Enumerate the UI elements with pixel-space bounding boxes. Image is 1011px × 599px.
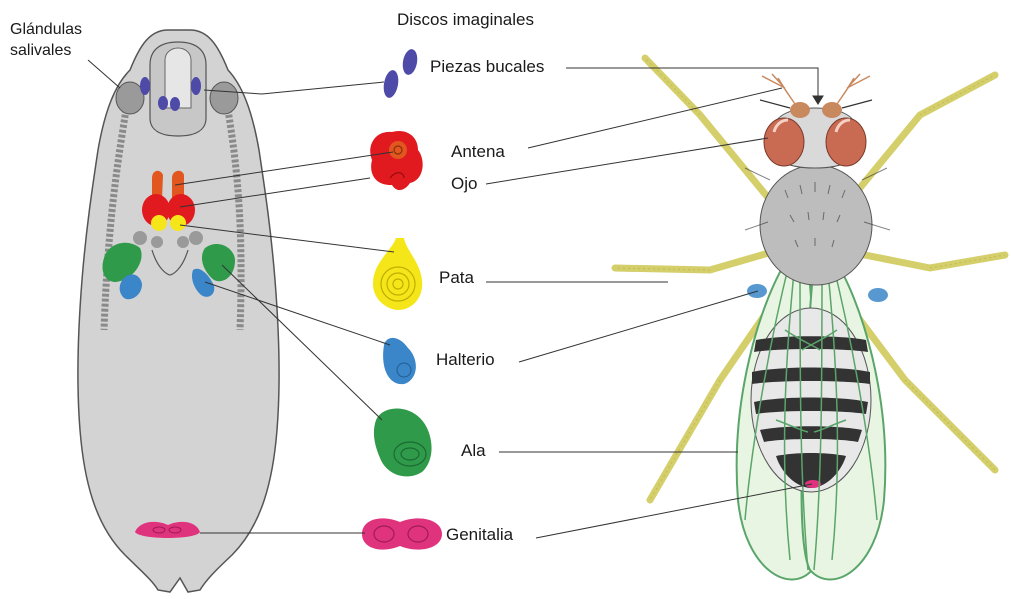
larva-mouthpart-disc (140, 77, 150, 95)
leader-glandulas (88, 60, 120, 88)
label-halterio: Halterio (436, 350, 495, 370)
adult-fly (615, 58, 1005, 579)
fly-antenna-right (822, 102, 842, 118)
label-piezas-bucales: Piezas bucales (430, 57, 544, 77)
leader-fly-antena (528, 88, 782, 148)
leader-fly-halterio (519, 291, 758, 362)
fly-eye-right (826, 118, 866, 166)
disc-antena (389, 141, 407, 159)
isolated-discs (362, 48, 442, 550)
fly-thorax (760, 165, 872, 285)
fly-haltere-right (868, 288, 888, 302)
disc-piezas-bucales (382, 69, 401, 99)
label-genitalia: Genitalia (446, 525, 513, 545)
fly-eye-left (764, 118, 804, 166)
disc-ala (374, 408, 432, 476)
brain-lobe-left (116, 82, 144, 114)
leader-fly-ojo (486, 138, 768, 184)
label-ojo: Ojo (451, 174, 477, 194)
label-ala: Ala (461, 441, 486, 461)
larva (78, 30, 279, 592)
label-glandulas-salivales: Glándulas salivales (10, 20, 82, 62)
disc-pata (373, 238, 422, 310)
leader-piezas-bucales (262, 82, 384, 94)
larva-leg-disc (151, 215, 167, 231)
disc-ojo-antena (370, 131, 422, 190)
diagram-title: Discos imaginales (397, 10, 534, 30)
label-pata: Pata (439, 268, 474, 288)
brain-lobe-right (210, 82, 238, 114)
label-antena: Antena (451, 142, 505, 162)
fly-antenna-left (790, 102, 810, 118)
